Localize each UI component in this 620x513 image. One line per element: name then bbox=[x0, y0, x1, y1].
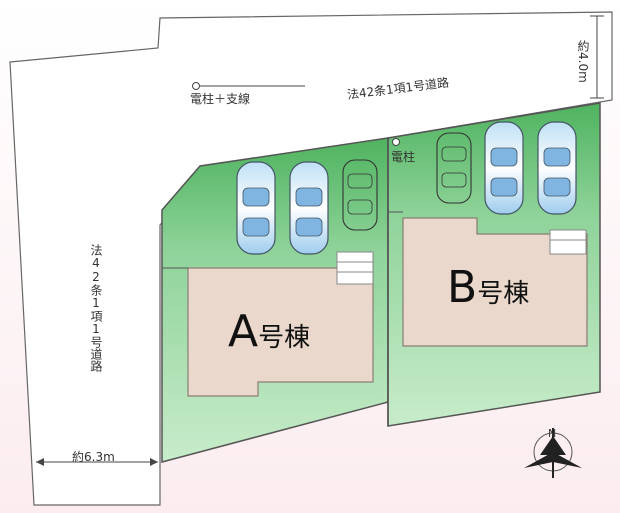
entrance-b bbox=[549, 229, 587, 255]
car-a2 bbox=[289, 161, 329, 255]
pole-icon-top bbox=[192, 82, 200, 90]
pole-icon-right bbox=[392, 138, 400, 146]
unit-b-suffix: 号棟 bbox=[477, 279, 530, 309]
pole-right-label: 電柱 bbox=[391, 150, 416, 164]
road-left-label: 法42条1項1号道路 bbox=[89, 244, 103, 372]
building-b bbox=[402, 217, 588, 347]
unit-a-label: A号棟 bbox=[228, 306, 310, 357]
pole-guy-label: 電柱＋支線 bbox=[190, 92, 251, 106]
unit-b-label: B号棟 bbox=[447, 262, 529, 313]
unit-a-letter: A bbox=[228, 306, 259, 357]
width-right-label: 約4.0m bbox=[576, 40, 590, 83]
car-b3 bbox=[537, 121, 577, 215]
car-a3-outline bbox=[342, 159, 378, 231]
car-a1 bbox=[236, 161, 276, 255]
unit-a-suffix: 号棟 bbox=[258, 323, 311, 353]
unit-b-letter: B bbox=[447, 262, 478, 313]
compass-icon bbox=[524, 428, 582, 478]
car-b2 bbox=[484, 121, 524, 215]
entrance-a bbox=[336, 251, 374, 285]
car-b1-outline bbox=[436, 132, 472, 204]
compass-n-label: N bbox=[548, 427, 557, 440]
width-bottom-label: 約6.3m bbox=[72, 450, 115, 464]
